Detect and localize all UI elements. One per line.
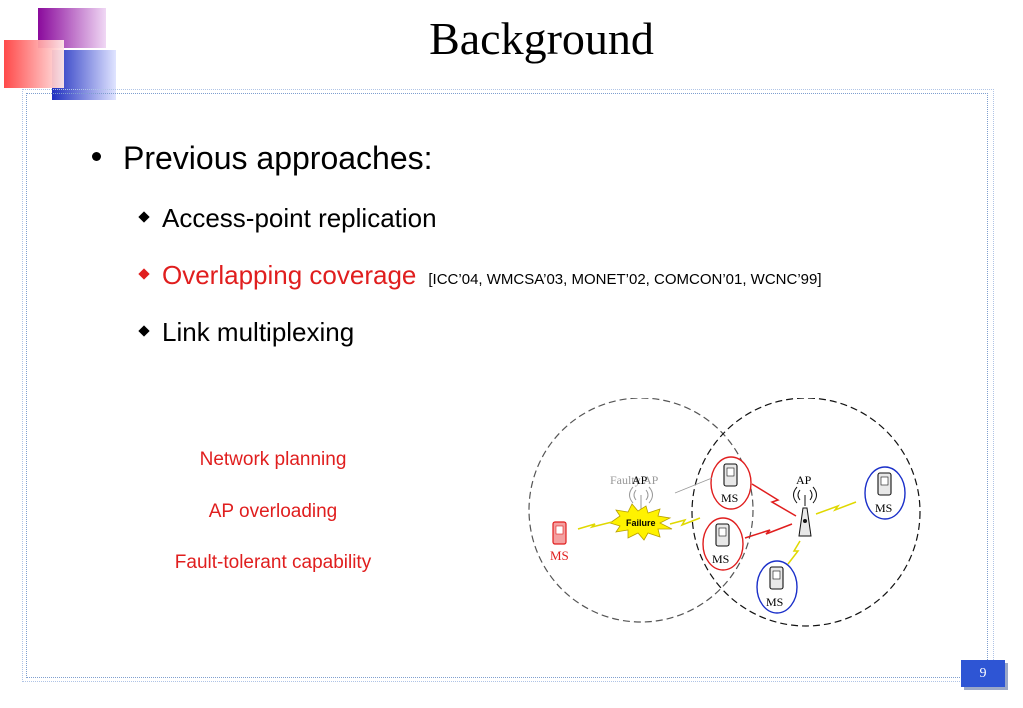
red-link-upper: [751, 483, 797, 517]
mobile-station-upper-icon: [723, 463, 738, 487]
ms-label-left: MS: [550, 548, 569, 563]
failure-link: [577, 521, 613, 530]
content-frame-outer: [22, 89, 994, 682]
failure-burst-icon: [609, 503, 673, 541]
link-right-ms: [815, 501, 857, 515]
issue-fault-tolerant: Fault-tolerant capability: [174, 552, 372, 573]
bullet-dot-icon: [92, 152, 101, 162]
citation-refs: [ICC’04, WMCSA’03, MONET’02, COMCON’01, …: [428, 271, 822, 288]
mobile-station-lower-icon: [715, 523, 730, 547]
bullet-main-text: Previous approaches:: [123, 140, 433, 176]
link-upper-ms: [674, 477, 713, 494]
mobile-station-right-icon: [877, 472, 892, 496]
sub-bullet-text: Overlapping coverage: [162, 260, 417, 290]
sub-bullet-text: Link multiplexing: [162, 317, 355, 347]
sub-bullet-1: Access-point replication: [138, 203, 437, 234]
ms-label-upper: MS: [721, 491, 738, 505]
coverage-diagram: Faulty AP AP Failure MS MS MS AP: [528, 398, 921, 627]
bullet-main: Previous approaches:: [92, 140, 433, 177]
coverage-circle-left: [528, 398, 754, 623]
sub-bullet-text: Access-point replication: [162, 203, 437, 233]
mobile-station-bottom-icon: [769, 566, 784, 590]
failure-link-right: [669, 517, 701, 527]
access-point-body-icon: [798, 507, 812, 537]
faulty-ap-label: Faulty AP: [610, 473, 659, 487]
slide-title: Background: [429, 13, 654, 64]
ms-label-right: MS: [875, 501, 892, 515]
coverage-circle-right: [691, 398, 921, 627]
diamond-bullet-icon: [138, 211, 150, 223]
access-point-antenna-icon: [793, 486, 817, 506]
page-number: 9: [961, 660, 1005, 687]
sub-bullet-3: Link multiplexing: [138, 317, 355, 348]
content-frame: [26, 93, 988, 678]
ms-label-lower: MS: [712, 552, 729, 566]
diamond-bullet-icon: [138, 268, 150, 280]
faulty-ap-antenna-icon: [629, 486, 653, 510]
faulty-ap-overlay: AP: [632, 473, 648, 487]
ap-label: AP: [796, 473, 812, 487]
issue-ap-overloading: AP overloading: [208, 501, 338, 522]
issue-network-planning: Network planning: [199, 449, 347, 470]
red-link-lower: [744, 523, 793, 539]
diamond-bullet-icon: [138, 325, 150, 337]
ms-label-bottom: MS: [766, 595, 783, 609]
link-bottom-ms: [787, 540, 801, 565]
sub-bullet-2: Overlapping coverage [ICC’04, WMCSA’03, M…: [138, 260, 822, 291]
failure-label: Failure: [626, 518, 656, 528]
mobile-station-left-icon: [552, 521, 567, 545]
logo-squares: [4, 8, 116, 100]
